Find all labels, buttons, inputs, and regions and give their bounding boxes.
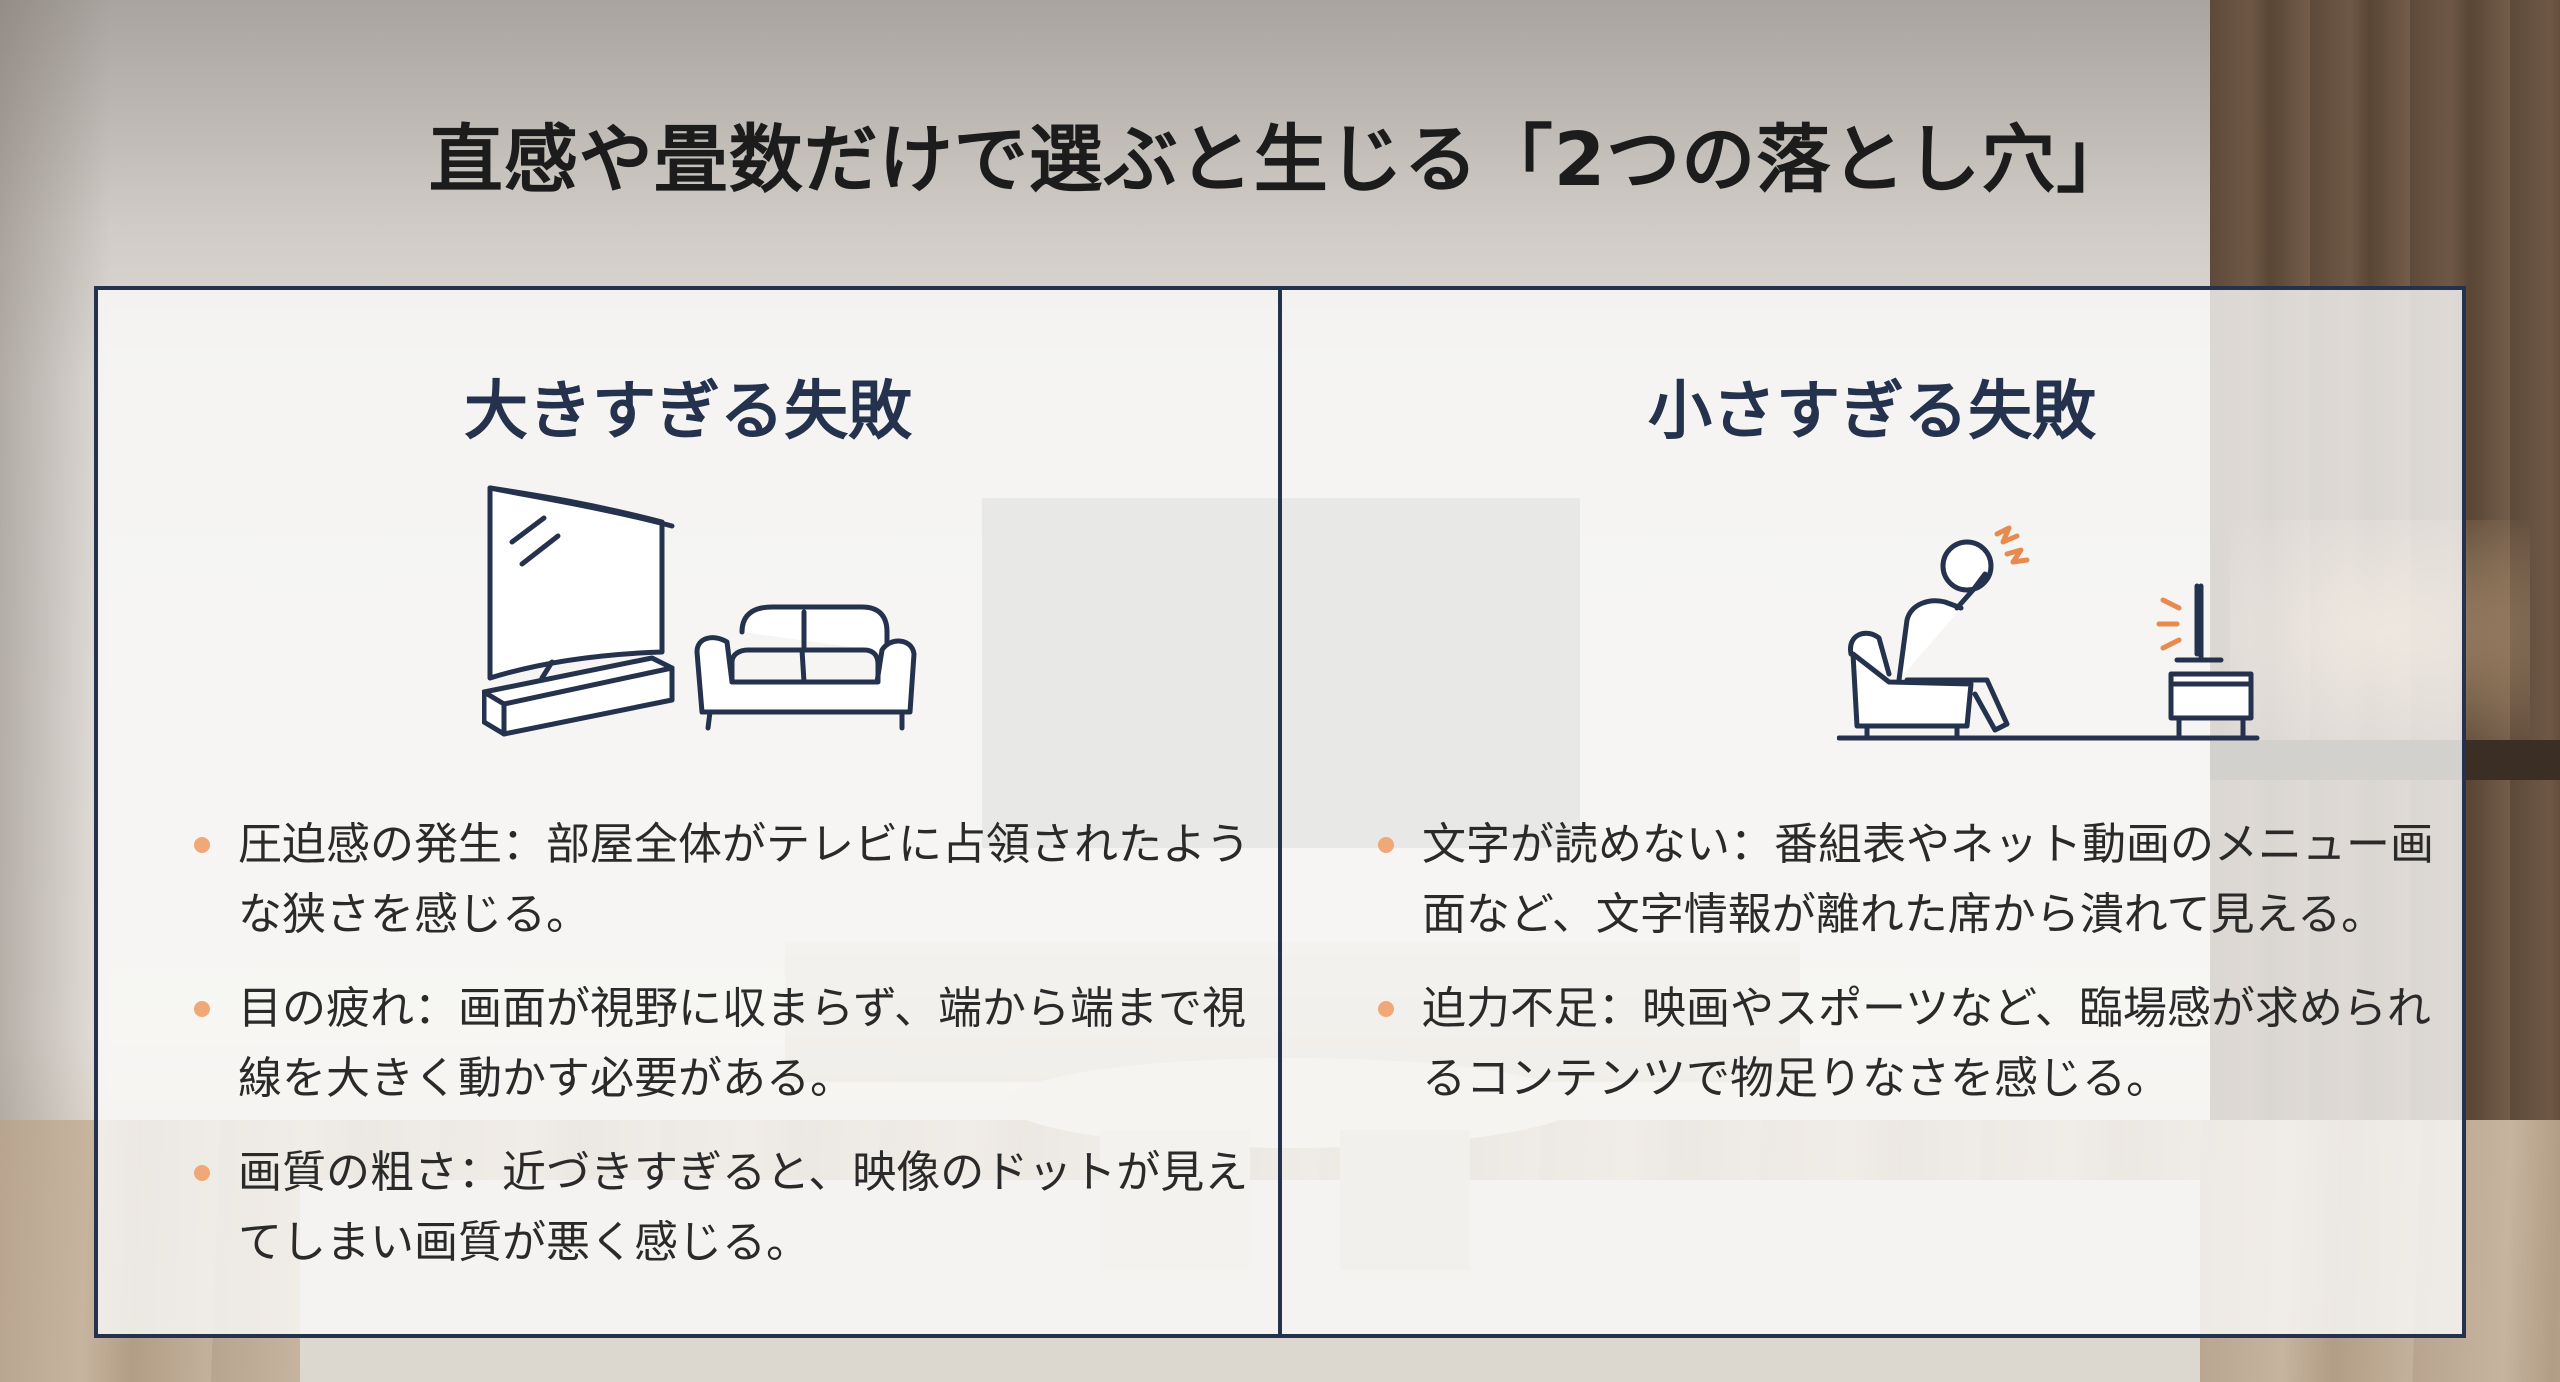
panel-heading-too-small: 小さすぎる失敗 <box>1648 375 2096 449</box>
large-curved-tv-and-sofa-icon <box>482 485 917 737</box>
bullet-eye-strain: 目の疲れ：画面が視野に収まらず、端から端まで視線を大きく動かす必要がある。 <box>194 974 1288 1114</box>
bullet-pressure: 圧迫感の発生：部屋全体がテレビに占領されたような狭さを感じる。 <box>194 810 1288 950</box>
bullet-text-unreadable: 文字が読めない：番組表やネット動画のメニュー画面など、文字情報が離れた席から潰れ… <box>1378 810 2462 950</box>
too-small-bullet-list: 文字が読めない：番組表やネット動画のメニュー画面など、文字情報が離れた席から潰れ… <box>1378 810 2462 1138</box>
squinting-person-small-tv-icon <box>1837 525 2260 741</box>
panel-heading-too-large: 大きすぎる失敗 <box>464 375 912 449</box>
bullet-lack-of-impact: 迫力不足：映画やスポーツなど、臨場感が求められるコンテンツで物足りなさを感じる。 <box>1378 974 2462 1114</box>
panel-too-large: 大きすぎる失敗 圧迫感の発生：部屋全体がテレビに占領されたような狭さを感じる。 <box>94 286 1282 1338</box>
bullet-image-roughness: 画質の粗さ：近づきすぎると、映像のドットが見えてしまい画質が悪く感じる。 <box>194 1138 1288 1278</box>
too-large-bullet-list: 圧迫感の発生：部屋全体がテレビに占領されたような狭さを感じる。 目の疲れ：画面が… <box>194 810 1288 1302</box>
slide-title: 直感や畳数だけで選ぶと生じる「2つの落とし穴」 <box>428 117 2132 203</box>
comparison-panels: 大きすぎる失敗 圧迫感の発生：部屋全体がテレビに占領されたような狭さを感じる。 <box>94 286 2466 1338</box>
panel-too-small: 小さすぎる失敗 <box>1282 286 2466 1338</box>
